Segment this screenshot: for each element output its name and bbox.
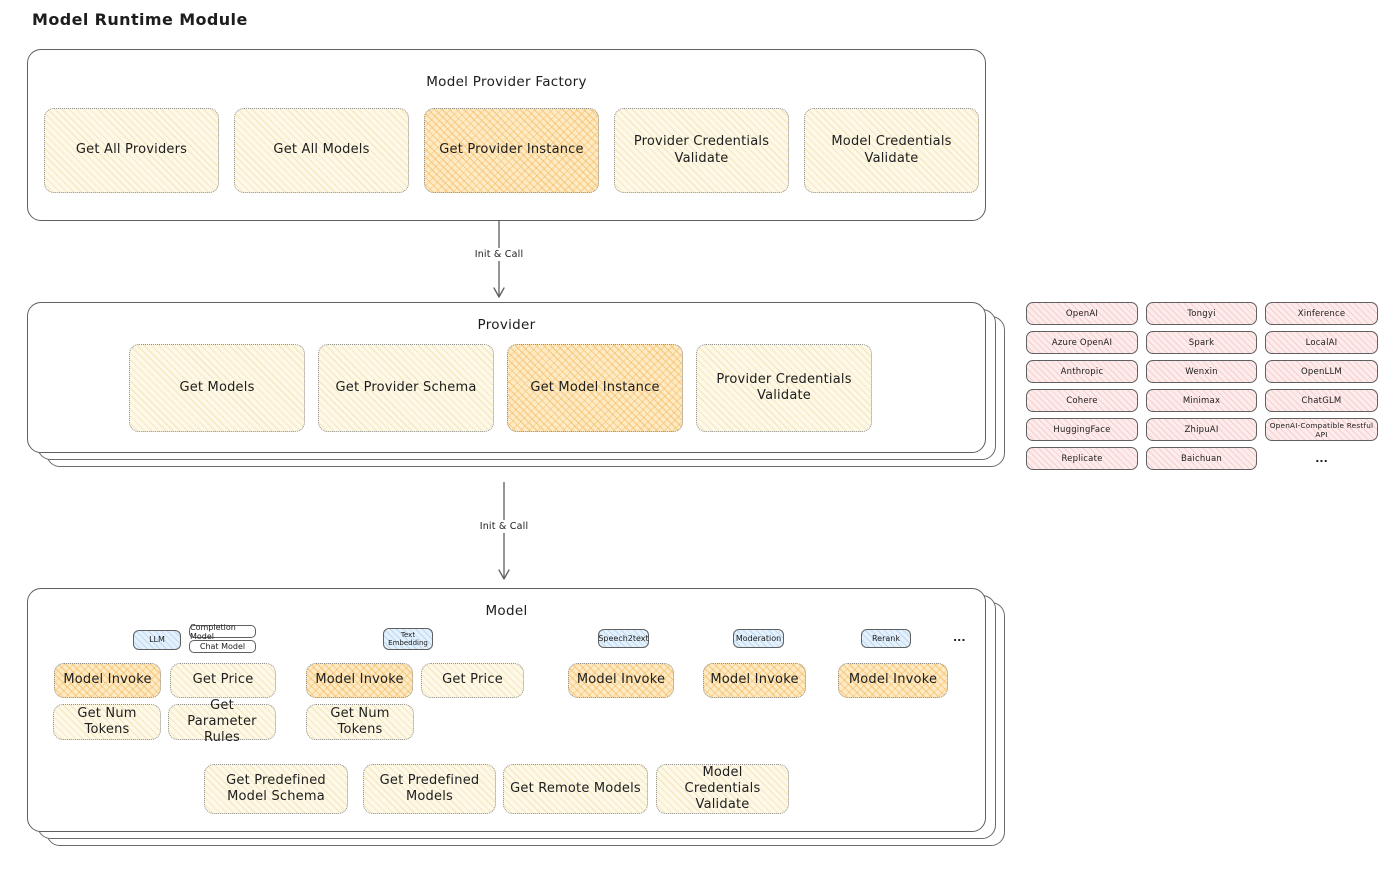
tag-llm: LLM — [133, 630, 181, 650]
node-get-remote-models: Get Remote Models — [503, 764, 648, 814]
tag-completion-model: Completion Model — [189, 623, 256, 641]
node-model-invoke-rerank: Model Invoke — [838, 663, 948, 698]
provider-chip-spark: Spark — [1146, 331, 1257, 354]
node-provider-credentials-validate: Provider Credentials Validate — [614, 108, 789, 193]
node-get-provider-schema: Get Provider Schema — [318, 344, 494, 432]
node-model-invoke-speech2text: Model Invoke — [568, 663, 674, 698]
node-provider-credentials-validate-2: Provider Credentials Validate — [696, 344, 872, 432]
provider-chip-azure-openai: Azure OpenAI — [1026, 331, 1138, 354]
tag-text-embedding: Text Embedding — [383, 628, 433, 650]
node-get-all-providers: Get All Providers — [44, 108, 219, 193]
model-section: Model LLM Completion Model Chat Model Te… — [27, 588, 986, 832]
node-get-all-models: Get All Models — [234, 108, 409, 193]
tag-chat-model: Chat Model — [189, 640, 256, 653]
provider-chip-huggingface: HuggingFace — [1026, 418, 1138, 441]
provider-title: Provider — [477, 317, 536, 333]
provider-chip-openai-compatible: OpenAI-Compatible Restful API — [1265, 418, 1378, 441]
arrow-factory-to-provider: Init & Call — [470, 221, 528, 299]
tags-ellipsis: ... — [953, 631, 966, 644]
provider-section: Provider Get Models Get Provider Schema … — [27, 302, 986, 453]
provider-chip-replicate: Replicate — [1026, 447, 1138, 470]
node-get-provider-instance: Get Provider Instance — [424, 108, 599, 193]
provider-chip-zhipuai: ZhipuAI — [1146, 418, 1257, 441]
node-model-invoke-text-embedding: Model Invoke — [306, 663, 413, 698]
provider-chip-tongyi: Tongyi — [1146, 302, 1257, 325]
node-get-models: Get Models — [129, 344, 305, 432]
node-get-price-llm: Get Price — [170, 663, 276, 698]
node-model-credentials-validate-2: Model Credentials Validate — [656, 764, 789, 814]
factory-title: Model Provider Factory — [426, 74, 587, 90]
provider-chip-minimax: Minimax — [1146, 389, 1257, 412]
node-get-model-instance: Get Model Instance — [507, 344, 683, 432]
node-get-predefined-model-schema: Get Predefined Model Schema — [204, 764, 348, 814]
providers-grid: OpenAI Tongyi Xinference Azure OpenAI Sp… — [1026, 302, 1378, 470]
node-model-invoke-moderation: Model Invoke — [703, 663, 806, 698]
provider-chip-baichuan: Baichuan — [1146, 447, 1257, 470]
node-model-credentials-validate: Model Credentials Validate — [804, 108, 979, 193]
arrow-provider-to-model: Init & Call — [475, 482, 533, 581]
factory-section: Model Provider Factory Get All Providers… — [27, 49, 986, 221]
init-call-label: Init & Call — [475, 520, 533, 533]
node-get-parameter-rules: Get Parameter Rules — [168, 698, 276, 745]
provider-chip-xinference: Xinference — [1265, 302, 1378, 325]
tag-speech2text: Speech2text — [598, 629, 649, 648]
provider-chip-cohere: Cohere — [1026, 389, 1138, 412]
providers-ellipsis: ... — [1315, 452, 1328, 465]
provider-chip-chatglm: ChatGLM — [1265, 389, 1378, 412]
provider-chip-openllm: OpenLLM — [1265, 360, 1378, 383]
provider-chip-wenxin: Wenxin — [1146, 360, 1257, 383]
page-title: Model Runtime Module — [32, 10, 248, 29]
init-call-label: Init & Call — [470, 248, 528, 261]
node-get-num-tokens-text-embedding: Get Num Tokens — [306, 704, 414, 740]
provider-chip-localai: LocalAI — [1265, 331, 1378, 354]
model-title: Model — [485, 603, 528, 619]
node-get-predefined-models: Get Predefined Models — [363, 764, 496, 814]
provider-chip-anthropic: Anthropic — [1026, 360, 1138, 383]
tag-moderation: Moderation — [733, 629, 784, 648]
node-get-num-tokens-llm: Get Num Tokens — [53, 704, 161, 740]
node-model-invoke-llm: Model Invoke — [54, 663, 161, 698]
tag-rerank: Rerank — [861, 629, 911, 648]
node-get-price-text-embedding: Get Price — [421, 663, 524, 698]
provider-chip-openai: OpenAI — [1026, 302, 1138, 325]
